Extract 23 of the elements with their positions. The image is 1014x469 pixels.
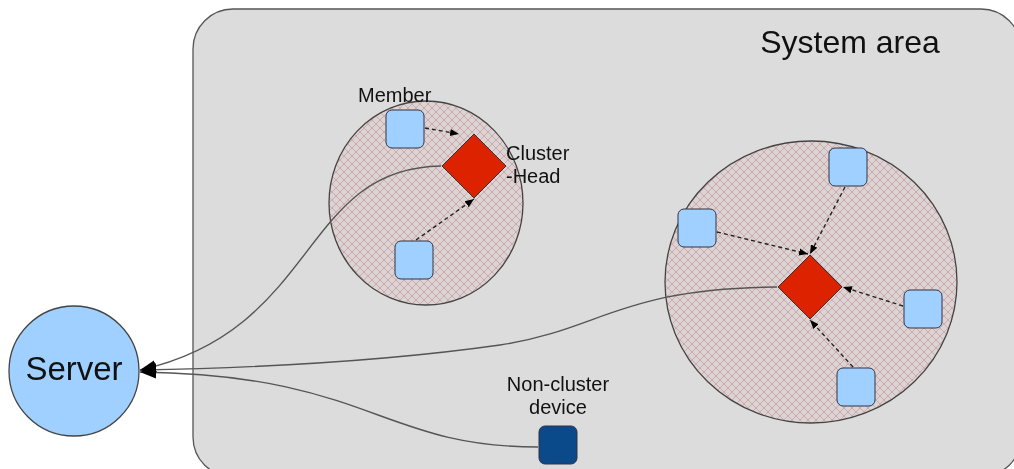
arrow (415, 198, 475, 241)
arrow (809, 186, 846, 255)
server-label: Server (24, 350, 124, 388)
member-square (385, 109, 425, 149)
member-square (394, 240, 434, 280)
member-square (836, 367, 876, 407)
member-label: Member (358, 84, 433, 107)
cluster-circle (664, 140, 958, 424)
area-title: System area (759, 24, 941, 61)
device-square (538, 425, 578, 465)
arrow (716, 231, 809, 256)
arrow (842, 286, 904, 307)
arrow (139, 165, 442, 372)
member-square (677, 208, 717, 248)
arrow (809, 319, 854, 368)
cluster-head-diamond (777, 254, 843, 320)
system-area-panel (192, 8, 1014, 469)
device-label: Non-cluster device (505, 373, 611, 419)
arrow (424, 127, 460, 136)
cluster-head-diamond (441, 133, 507, 199)
server-circle (8, 305, 140, 437)
member-square (903, 289, 943, 329)
member-square (828, 147, 868, 187)
